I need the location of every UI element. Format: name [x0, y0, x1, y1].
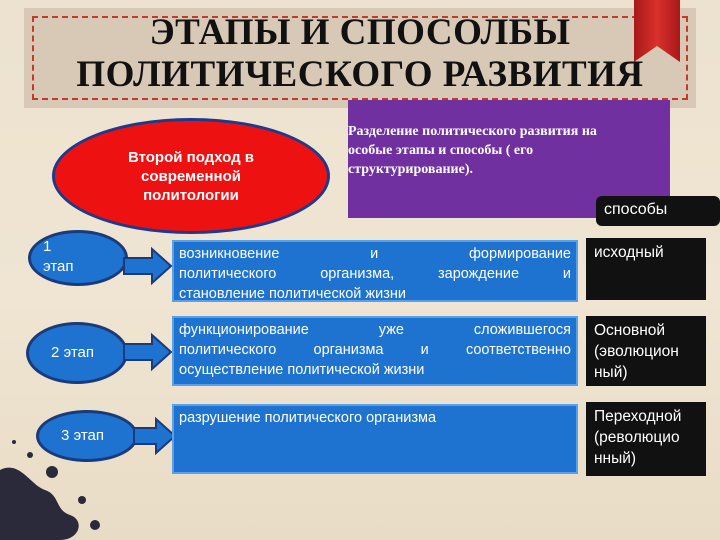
ink-splatter-decoration	[0, 440, 100, 540]
methods-header: способы	[596, 196, 720, 226]
title-line-2: ПОЛИТИЧЕСКОГО РАЗВИТИЯ	[76, 54, 644, 95]
stage-2-arrow-icon	[123, 332, 173, 372]
stage-1-oval: 1 этап	[28, 230, 128, 286]
bookmark-ribbon-icon	[634, 0, 680, 62]
stage-1-label-line-2: этап	[43, 258, 74, 275]
stage-2-label: 2 этап	[51, 344, 95, 361]
definition-line-2: особые этапы и способы ( его	[348, 143, 534, 158]
stage-2-desc-line-1: функционирование уже сложившегося	[179, 322, 571, 338]
stage-3-oval: 3 этап	[36, 410, 138, 462]
stage-3-method-line-1: Переходной	[594, 408, 682, 425]
stage-2-description: функционирование уже сложившегося полити…	[172, 316, 578, 386]
stage-3-method-line-2: (революцио	[594, 429, 680, 446]
stage-1-method-line-1: исходный	[594, 244, 664, 261]
stage-1-desc-line-2: политического организма, зарождение и	[179, 266, 571, 282]
approach-line-1: Второй подход в	[127, 148, 255, 166]
stage-2-desc-line-3: осуществление политической жизни	[179, 362, 425, 378]
definition-line-3: структурирование).	[348, 162, 473, 177]
stage-3-description: разрушение политического организма	[172, 404, 578, 474]
approach-line-2: современной	[141, 167, 241, 185]
stage-2-desc-line-2: политического организма и соответственно	[179, 342, 571, 358]
stage-2-oval: 2 этап	[26, 322, 128, 384]
stage-1-arrow-icon	[123, 246, 173, 286]
stage-1-label-line-1: 1	[43, 238, 52, 255]
second-approach-oval: Второй подход в современной политологии	[52, 118, 330, 234]
stage-3-method: Переходной (революцио нный)	[586, 402, 706, 476]
title-banner	[24, 8, 696, 108]
stage-2-method-line-3: ный)	[594, 364, 628, 381]
approach-line-3: политологии	[143, 186, 239, 204]
page-title: ЭТАПЫ И СПОСОЛБЫ ПОЛИТИЧЕСКОГО РАЗВИТИЯ	[24, 12, 696, 96]
stage-2-method-line-1: Основной	[594, 322, 666, 339]
stage-1-desc-line-1: возникновение и формирование	[179, 246, 571, 262]
stage-3-method-line-3: нный)	[594, 450, 637, 467]
title-dashed-frame	[32, 16, 688, 100]
stage-3-arrow-icon	[133, 416, 177, 456]
stage-1-desc-line-3: становление политической жизни	[179, 286, 406, 302]
stage-1-description: возникновение и формирование политическо…	[172, 240, 578, 302]
stage-1-method: исходный	[586, 238, 706, 300]
stage-2-method: Основной (эволюцион ный)	[586, 316, 706, 386]
stage-3-label: 3 этап	[61, 427, 105, 444]
definition-line-1: Разделение политического развития на	[348, 124, 597, 139]
stage-2-method-line-2: (эволюцион	[594, 343, 679, 360]
title-line-1: ЭТАПЫ И СПОСОЛБЫ	[149, 12, 571, 53]
stage-3-desc-line-1: разрушение политического организма	[179, 410, 437, 426]
